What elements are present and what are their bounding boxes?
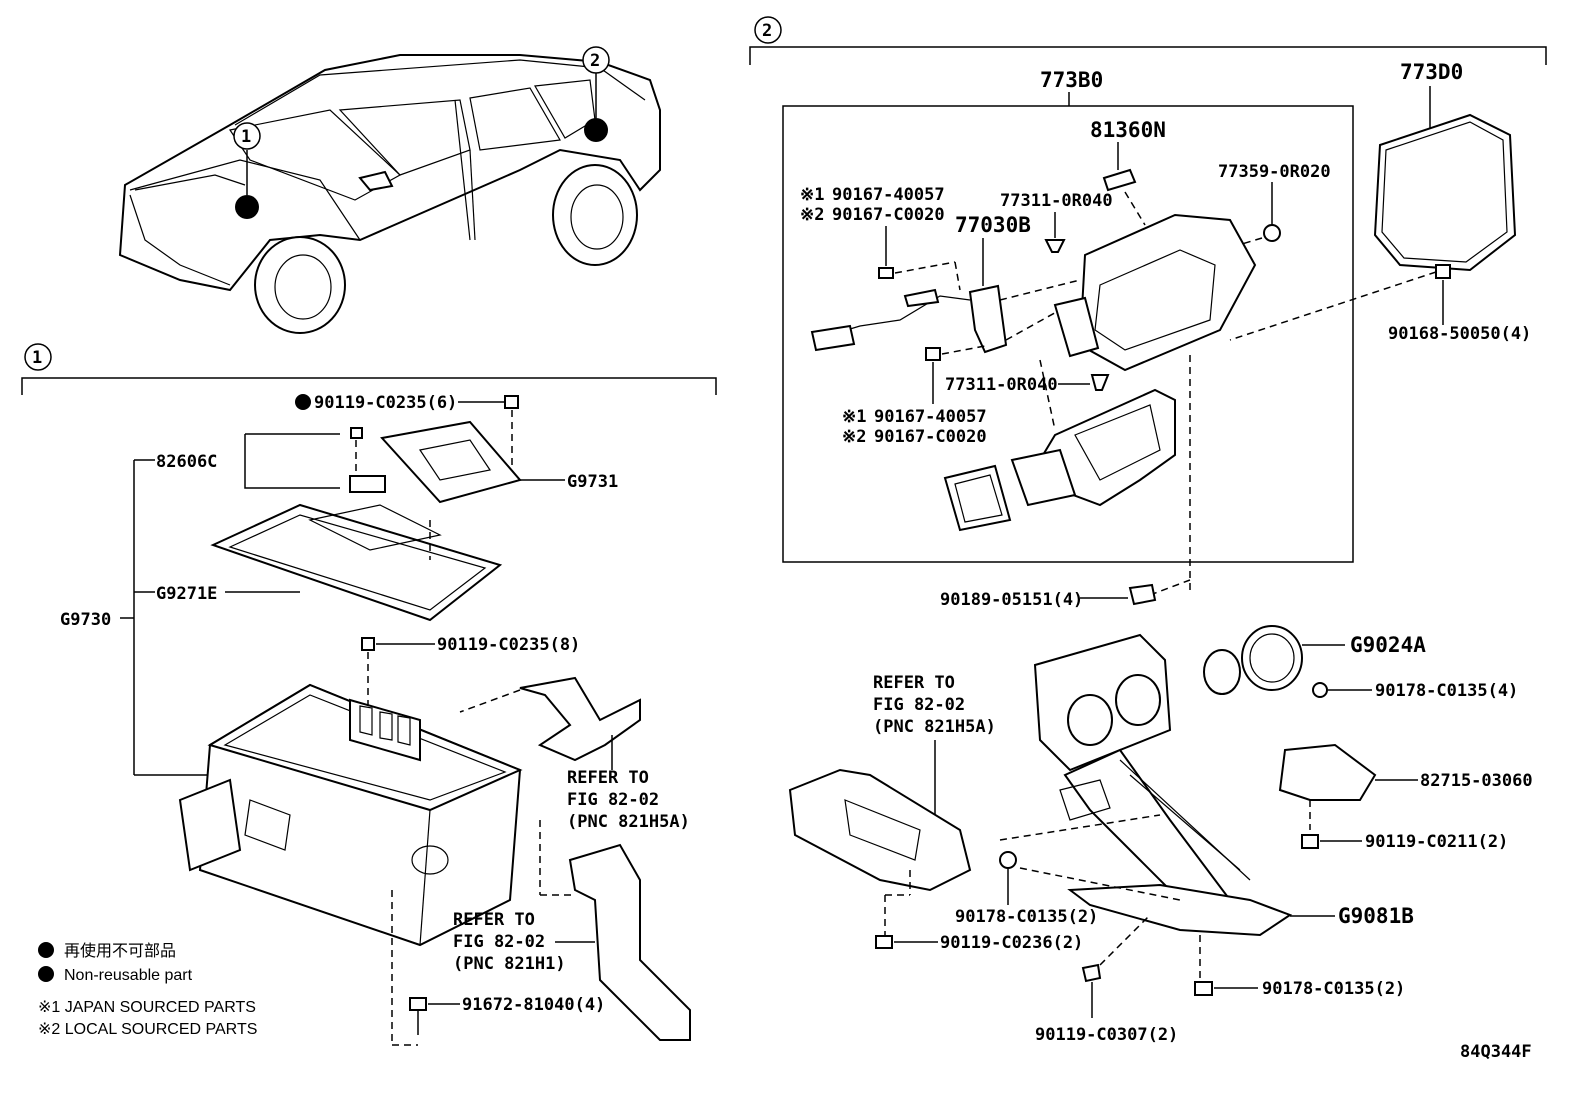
legend-note-1: ※1 JAPAN SOURCED PARTS bbox=[38, 999, 256, 1016]
label-90189-05151-4: 90189-05151(4) bbox=[940, 590, 1083, 610]
ref-note-top-1-num: 90167-40057 bbox=[832, 185, 945, 205]
label-90168-50050-4: 90168-50050(4) bbox=[1388, 324, 1531, 344]
ref-note-bottom-2-mark: ※2 bbox=[842, 427, 866, 447]
refer-c-line1: REFER TO bbox=[873, 673, 955, 693]
label-90119-C0236-2: 90119-C0236(2) bbox=[940, 933, 1083, 953]
label-77311-0R040-upper: 77311-0R040 bbox=[1000, 191, 1113, 211]
label-90119-C0235-8: 90119-C0235(8) bbox=[437, 635, 580, 655]
refer-a-line3: (PNC 821H5A) bbox=[567, 812, 690, 832]
refer-b-line1: REFER TO bbox=[453, 910, 535, 930]
refer-b-line3: (PNC 821H1) bbox=[453, 954, 566, 974]
label-G9731: G9731 bbox=[567, 472, 618, 492]
legend-jp: 再使用不可部品 bbox=[64, 942, 176, 960]
label-G9730: G9730 bbox=[60, 610, 111, 630]
label-773D0: 773D0 bbox=[1400, 60, 1463, 84]
car-illustration: 1 2 bbox=[118, 46, 661, 334]
ref-note-bottom-2-num: 90167-C0020 bbox=[874, 427, 987, 447]
refer-b-line2: FIG 82-02 bbox=[453, 932, 545, 952]
label-90178-C0135-4: 90178-C0135(4) bbox=[1375, 681, 1518, 701]
label-91672-81040-4: 91672-81040(4) bbox=[462, 995, 605, 1015]
label-90119-C0235-6: 90119-C0235(6) bbox=[314, 393, 457, 413]
label-77030B: 77030B bbox=[955, 213, 1031, 237]
ref-note-bottom-1-num: 90167-40057 bbox=[874, 407, 987, 427]
label-773B0: 773B0 bbox=[1040, 68, 1103, 92]
label-81360N: 81360N bbox=[1090, 118, 1166, 142]
label-G9271E: G9271E bbox=[156, 584, 217, 604]
ref-note-bottom-1-mark: ※1 bbox=[842, 407, 866, 427]
refer-a-line1: REFER TO bbox=[567, 768, 649, 788]
car-marker-1: 1 bbox=[241, 127, 251, 147]
section-marker-1: 1 bbox=[32, 348, 42, 368]
car-marker-2: 2 bbox=[590, 51, 600, 71]
label-90178-C0135-2-left: 90178-C0135(2) bbox=[955, 907, 1098, 927]
label-82606C: 82606C bbox=[156, 452, 217, 472]
refer-c-line3: (PNC 821H5A) bbox=[873, 717, 996, 737]
legend-en: Non-reusable part bbox=[64, 967, 193, 984]
label-G9081B: G9081B bbox=[1338, 904, 1414, 928]
label-90119-C0307-2: 90119-C0307(2) bbox=[1035, 1025, 1178, 1045]
section-marker-2: 2 bbox=[762, 21, 772, 41]
label-77359-0R020: 77359-0R020 bbox=[1218, 162, 1331, 182]
legend-note-2: ※2 LOCAL SOURCED PARTS bbox=[38, 1021, 257, 1038]
figure-id: 84Q344F bbox=[1460, 1042, 1532, 1062]
ref-note-top-2-num: 90167-C0020 bbox=[832, 205, 945, 225]
section-2: 2 773B0 773D0 81360N 77359-0R020 77311-0… bbox=[749, 16, 1547, 1045]
label-90178-C0135-2-right: 90178-C0135(2) bbox=[1262, 979, 1405, 999]
legend: 再使用不可部品 Non-reusable part ※1 JAPAN SOURC… bbox=[38, 942, 257, 1038]
section-1: 1 90119-C0235(6) G9731 82606C G9271E G97… bbox=[21, 343, 717, 1046]
label-77311-0R040-lower: 77311-0R040 bbox=[945, 375, 1058, 395]
label-90119-C0211-2: 90119-C0211(2) bbox=[1365, 832, 1508, 852]
refer-c-line2: FIG 82-02 bbox=[873, 695, 965, 715]
ref-note-top-1-mark: ※1 bbox=[800, 185, 824, 205]
label-G9024A: G9024A bbox=[1350, 633, 1426, 657]
label-82715-03060: 82715-03060 bbox=[1420, 771, 1533, 791]
refer-a-line2: FIG 82-02 bbox=[567, 790, 659, 810]
ref-note-top-2-mark: ※2 bbox=[800, 205, 824, 225]
